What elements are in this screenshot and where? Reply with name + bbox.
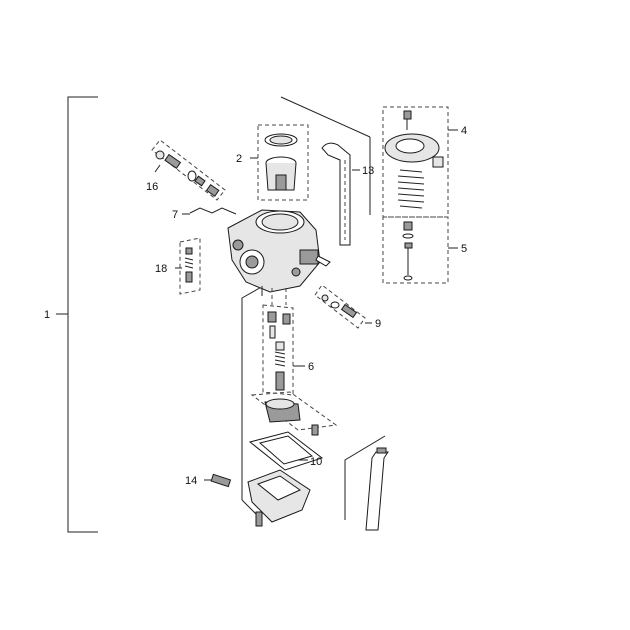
air-screw-group [314, 284, 372, 329]
jets-group [262, 288, 305, 396]
callout-16: 16 [146, 181, 158, 193]
float-bowl-gasket [248, 431, 324, 471]
callout-6: 6 [308, 361, 314, 373]
callout-1: 1 [44, 309, 50, 321]
callout-4: 4 [461, 125, 467, 137]
assembly-bracket [56, 96, 98, 533]
assembly-outline [241, 96, 386, 521]
callout-9: 9 [375, 318, 381, 330]
vent-tube [321, 142, 360, 246]
top-cover-group [382, 106, 458, 218]
callout-18: 18 [155, 263, 167, 275]
callout-labels: 1 2 4 5 6 7 9 10 13 14 16 18 [44, 125, 467, 487]
pilot-screw-group [175, 237, 201, 295]
drain-screw [204, 473, 232, 488]
callout-5: 5 [461, 243, 467, 255]
diaphragm-group [250, 124, 309, 201]
float [250, 391, 338, 436]
callout-7: 7 [172, 209, 178, 221]
idle-screw-group [151, 139, 226, 201]
carburetor-body [227, 209, 331, 296]
float-bowl [247, 469, 311, 527]
throttle-spring [182, 207, 237, 215]
drain-hose [365, 447, 389, 531]
callout-2: 2 [236, 153, 242, 165]
callout-13: 13 [362, 165, 374, 177]
callout-10: 10 [310, 456, 322, 468]
callout-14: 14 [185, 475, 197, 487]
needle-group [382, 216, 458, 284]
